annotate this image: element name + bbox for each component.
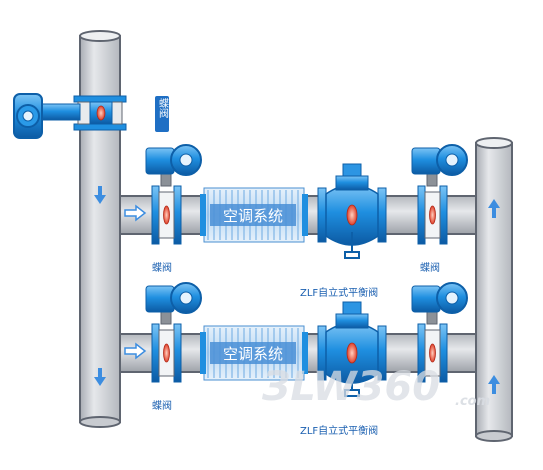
- lower-ac-coil: 空调系统: [200, 325, 308, 381]
- upper-ac-coil: 空调系统: [200, 187, 308, 243]
- svg-text:蝶阀: 蝶阀: [157, 97, 169, 119]
- upper-balance-valve: [317, 163, 387, 259]
- flow-arrow-right-icon: [124, 204, 147, 222]
- svg-text:ЗLW360: ЗLW360: [261, 364, 440, 410]
- upper-left-valve-label: 蝶阀: [152, 261, 172, 274]
- lower-left-butterfly-valve: [145, 282, 202, 383]
- lower-ac-system-text: 空调系统: [223, 345, 283, 363]
- watermark: ЗLW360 .com: [261, 364, 490, 410]
- main-actuator-valve: [13, 93, 127, 139]
- lower-balance-valve-label: ZLF自立式平衡阀: [300, 424, 378, 437]
- left-supply-pipe: [79, 35, 121, 423]
- right-pipe-top: [475, 137, 513, 149]
- upper-left-butterfly-valve: [145, 144, 202, 245]
- upper-balance-valve-label: ZLF自立式平衡阀: [300, 286, 378, 299]
- upper-ac-system-text: 空调系统: [223, 207, 283, 225]
- lower-balance-valve: [317, 301, 387, 397]
- flow-arrow-up-icon: [488, 375, 500, 394]
- flow-arrow-down-icon: [94, 186, 106, 204]
- flow-arrow-down-icon: [94, 368, 106, 386]
- left-pipe-top: [79, 30, 121, 42]
- left-pipe-bottom: [79, 416, 121, 428]
- upper-right-butterfly-valve: [411, 144, 468, 245]
- lower-right-butterfly-valve: [411, 282, 468, 383]
- lower-left-valve-label: 蝶阀: [152, 399, 172, 412]
- flow-arrow-right-icon: [124, 342, 147, 360]
- main-valve-label: 蝶阀: [155, 96, 169, 132]
- upper-right-valve-label: 蝶阀: [420, 261, 440, 274]
- svg-text:.com: .com: [455, 394, 490, 409]
- flow-arrow-up-icon: [488, 199, 500, 218]
- right-pipe-bottom: [475, 430, 513, 442]
